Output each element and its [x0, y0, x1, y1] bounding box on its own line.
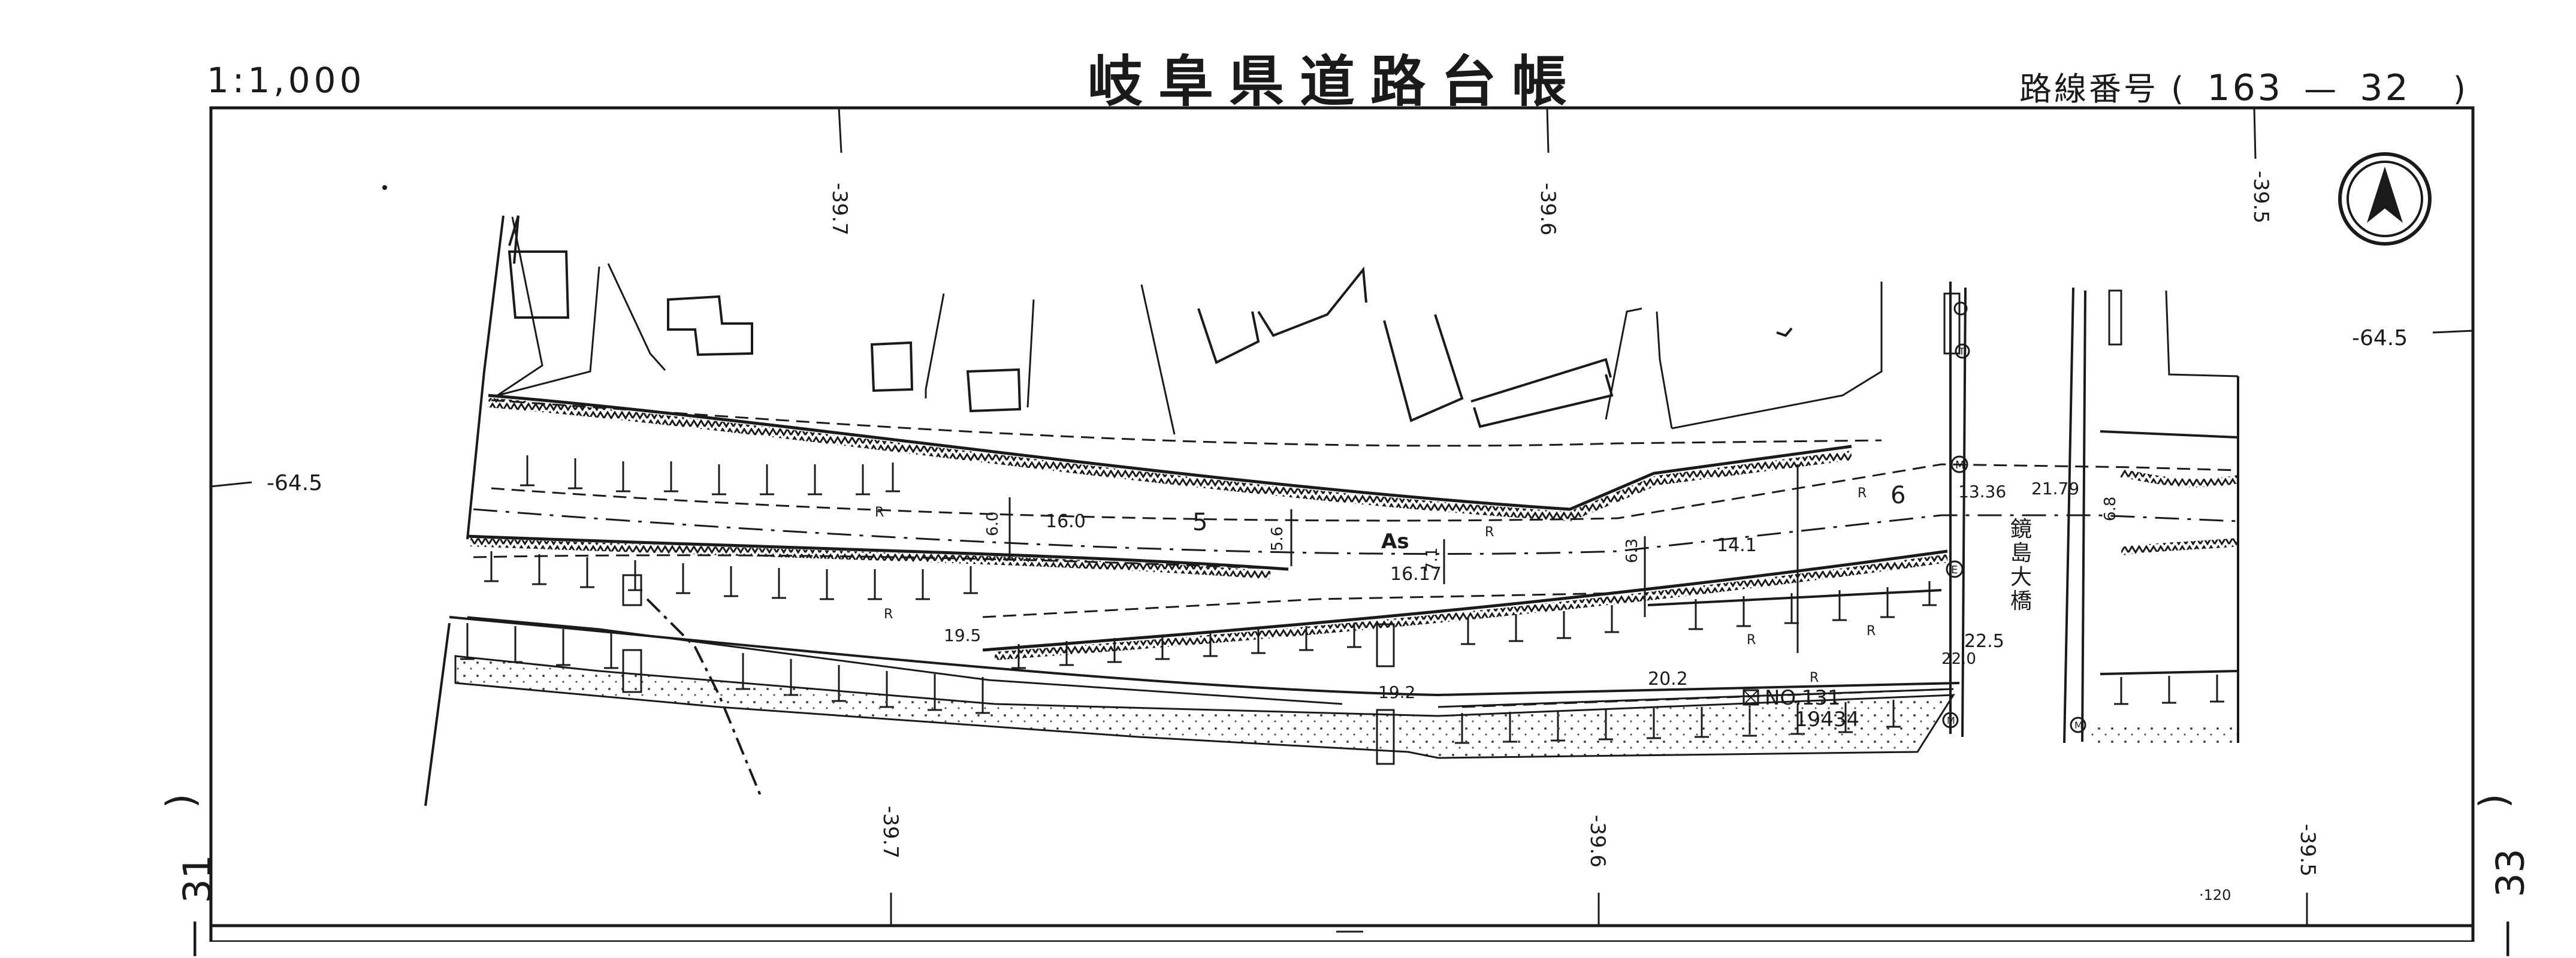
road-centerline — [473, 508, 2239, 555]
road-width-9: 21.79 — [2031, 479, 2079, 498]
route-number: 路線番号 ( 163 — 32 ) — [2019, 62, 2468, 110]
boundary-line — [646, 598, 762, 797]
grid-top-3: -39.5 — [2249, 171, 2273, 223]
corner-value: ·120 — [2199, 887, 2231, 903]
buildings — [508, 215, 1793, 428]
radius-mark: R — [1747, 633, 1756, 648]
survey-point-value: 19434 — [1795, 708, 1859, 732]
road-width-8: 13.36 — [1958, 482, 2006, 501]
radius-mark: R — [1867, 624, 1876, 639]
map-frame — [209, 106, 2475, 942]
radius-mark: R — [1485, 525, 1494, 540]
bridge-name-4: 橋 — [2010, 589, 2032, 614]
road-width-1: 16.0 — [1046, 511, 1086, 532]
road-width-2: 6.0 — [984, 512, 1002, 536]
radius-mark: R — [1810, 670, 1819, 685]
grid-bottom-1: -39.7 — [878, 806, 902, 859]
grid-bottom-3: -39.5 — [2296, 824, 2320, 877]
parcel-lines — [497, 216, 2239, 435]
survey-point-number: NO.131 — [1765, 686, 1841, 710]
grid-top-2: -39.6 — [1536, 183, 1560, 235]
road-width-7: 14.1 — [1717, 535, 1757, 556]
utility-e-icon: E — [1951, 564, 1958, 576]
road-width-5: 7.1 — [1423, 548, 1441, 572]
lower-embankment — [454, 655, 1955, 759]
stairs — [622, 289, 2122, 765]
grid-left: -64.5 — [267, 471, 322, 495]
map-scale: 1:1,000 — [207, 60, 366, 101]
road-width-13: 20.2 — [1648, 669, 1688, 690]
lower-road-edges — [424, 215, 2239, 806]
road-width-12: 19.2 — [1378, 682, 1415, 702]
grid-bottom-2: -39.6 — [1586, 815, 1609, 868]
slope-hatching — [460, 455, 2224, 744]
manhole-icon: M — [2074, 720, 2083, 731]
station-6: 6 — [1891, 482, 1905, 509]
dimension-lines — [1008, 464, 1799, 653]
bridge-name-2: 島 — [2010, 541, 2032, 566]
grid-right: -64.5 — [2352, 326, 2408, 350]
road-width-14: 22.5 — [1964, 631, 2004, 652]
survey-point-icon — [1743, 689, 1759, 706]
pavement-type: As — [1381, 530, 1409, 554]
road-width-4: 16.17 — [1390, 564, 1442, 585]
bridge-name-3: 大 — [2010, 565, 2032, 590]
radius-mark: R — [884, 607, 893, 622]
route-main: 163 — [2207, 67, 2283, 109]
grid-top-1: -39.7 — [828, 183, 851, 235]
page-title: 岐阜県道路台帳 — [1088, 49, 1583, 114]
bridge-name-1: 鏡 — [2010, 517, 2032, 542]
north-arrow-icon — [2338, 152, 2432, 246]
route-label: 路線番号 — [2019, 70, 2158, 108]
grid-ticks — [210, 107, 2474, 926]
road-width-10: 6.8 — [2101, 497, 2119, 521]
road-width-3: 5.6 — [1269, 527, 1287, 551]
road-width-6: 6.3 — [1623, 539, 1641, 563]
manhole-icon: M — [1955, 459, 1965, 472]
route-open: ( — [2171, 70, 2187, 108]
route-close: ) — [2453, 70, 2468, 108]
utility-t-icon: T — [1958, 346, 1965, 357]
station-5: 5 — [1192, 509, 1207, 536]
embankment-walls — [467, 394, 2239, 660]
radius-mark: R — [875, 505, 884, 520]
radius-mark: R — [1858, 486, 1867, 501]
road-width-15: 22.0 — [1941, 650, 1976, 668]
route-dash: — — [2304, 70, 2339, 108]
manhole-icon: M — [1947, 715, 1955, 726]
utility-symbols — [1942, 301, 2086, 733]
route-sub: 32 — [2360, 67, 2411, 109]
road-width-11: 19.5 — [944, 625, 981, 645]
